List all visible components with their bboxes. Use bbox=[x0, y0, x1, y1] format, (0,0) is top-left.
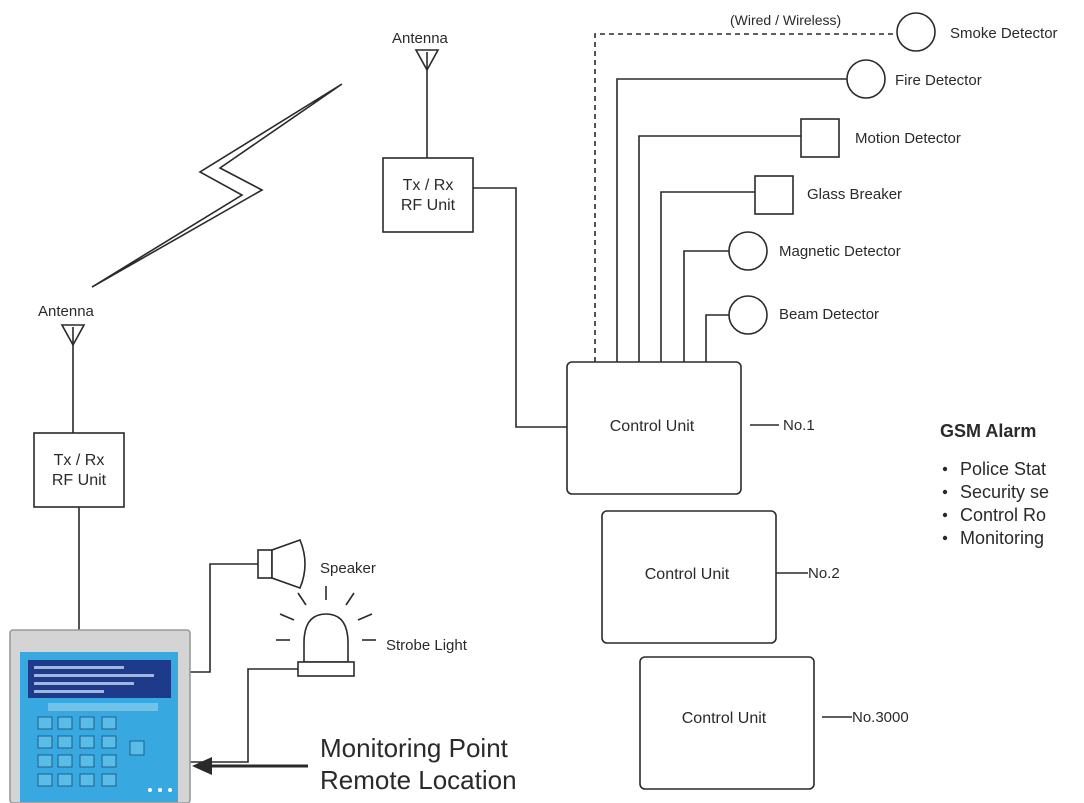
control-unit-3000-label: Control Unit bbox=[682, 710, 767, 727]
detector-wires bbox=[594, 33, 896, 362]
top-rf-unit-line2: RF Unit bbox=[401, 197, 456, 214]
control-unit-2: Control Unit No.2 bbox=[601, 510, 840, 644]
control-unit-2-number: No.2 bbox=[808, 565, 840, 582]
smoke-detector-wire bbox=[594, 33, 896, 362]
left-rf-unit-box bbox=[33, 432, 125, 508]
smoke-detector-icon bbox=[896, 12, 936, 52]
top-antenna-label: Antenna bbox=[392, 30, 449, 47]
strobe-light-label: Strobe Light bbox=[386, 637, 468, 654]
left-antenna-label: Antenna bbox=[38, 303, 95, 320]
motion-detector-wire bbox=[638, 135, 801, 362]
gsm-recipient-item: Security se bbox=[960, 482, 1049, 502]
speaker-icon bbox=[257, 538, 306, 590]
gsm-alarm-panel-device bbox=[9, 629, 191, 803]
top-rf-unit-box bbox=[382, 157, 474, 233]
motion-detector-label: Motion Detector bbox=[855, 130, 961, 147]
left-antenna-icon bbox=[60, 324, 86, 433]
magnetic-detector-icon bbox=[728, 231, 768, 271]
control-unit-3000: Control Unit No.3000 bbox=[639, 656, 909, 790]
panel-to-strobe-wire bbox=[190, 668, 298, 763]
control-unit-3000-number: No.3000 bbox=[852, 709, 909, 726]
top-antenna-icon bbox=[414, 49, 440, 158]
speaker-label: Speaker bbox=[320, 560, 376, 577]
beam-detector-wire bbox=[705, 314, 729, 362]
connection-note: (Wired / Wireless) bbox=[730, 12, 841, 28]
monitoring-point-line2: Remote Location bbox=[320, 765, 517, 795]
gsm-recipient-list: Police Stat Security se Control Ro Monit… bbox=[942, 459, 1049, 548]
left-rf-unit-line1: Tx / Rx bbox=[54, 452, 105, 469]
control-unit-1-label: Control Unit bbox=[610, 418, 695, 435]
magnetic-detector-label: Magnetic Detector bbox=[779, 243, 901, 260]
gsm-recipient-item: Police Stat bbox=[960, 459, 1046, 479]
glass-breaker-label: Glass Breaker bbox=[807, 186, 902, 203]
motion-detector-icon bbox=[800, 118, 840, 158]
monitoring-point-line1: Monitoring Point bbox=[320, 733, 509, 763]
glass-breaker-icon bbox=[754, 175, 794, 215]
left-rf-unit-line2: RF Unit bbox=[52, 472, 107, 489]
panel-keys bbox=[37, 716, 145, 787]
monitoring-arrow-icon bbox=[192, 757, 308, 775]
wireless-link-bolt-icon bbox=[91, 83, 343, 288]
gsm-panel-heading: GSM Alarm bbox=[940, 421, 1036, 441]
magnetic-detector-wire bbox=[683, 250, 729, 362]
control-unit-2-label: Control Unit bbox=[645, 566, 730, 583]
gsm-recipient-item: Monitoring bbox=[960, 528, 1044, 548]
panel-to-speaker-wire bbox=[190, 563, 258, 673]
beam-detector-label: Beam Detector bbox=[779, 306, 879, 323]
rf-to-control-unit-wire bbox=[473, 187, 567, 428]
top-rf-unit-line1: Tx / Rx bbox=[403, 177, 454, 194]
gsm-recipient-item: Control Ro bbox=[960, 505, 1046, 525]
glass-breaker-wire bbox=[660, 191, 755, 362]
fire-detector-icon bbox=[846, 59, 886, 99]
control-unit-1-number: No.1 bbox=[783, 417, 815, 434]
fire-detector-label: Fire Detector bbox=[895, 72, 982, 89]
strobe-light-icon bbox=[276, 586, 376, 677]
fire-detector-wire bbox=[616, 78, 847, 362]
control-unit-1: Control Unit No.1 bbox=[566, 361, 815, 495]
beam-detector-icon bbox=[728, 295, 768, 335]
smoke-detector-label: Smoke Detector bbox=[950, 25, 1058, 42]
